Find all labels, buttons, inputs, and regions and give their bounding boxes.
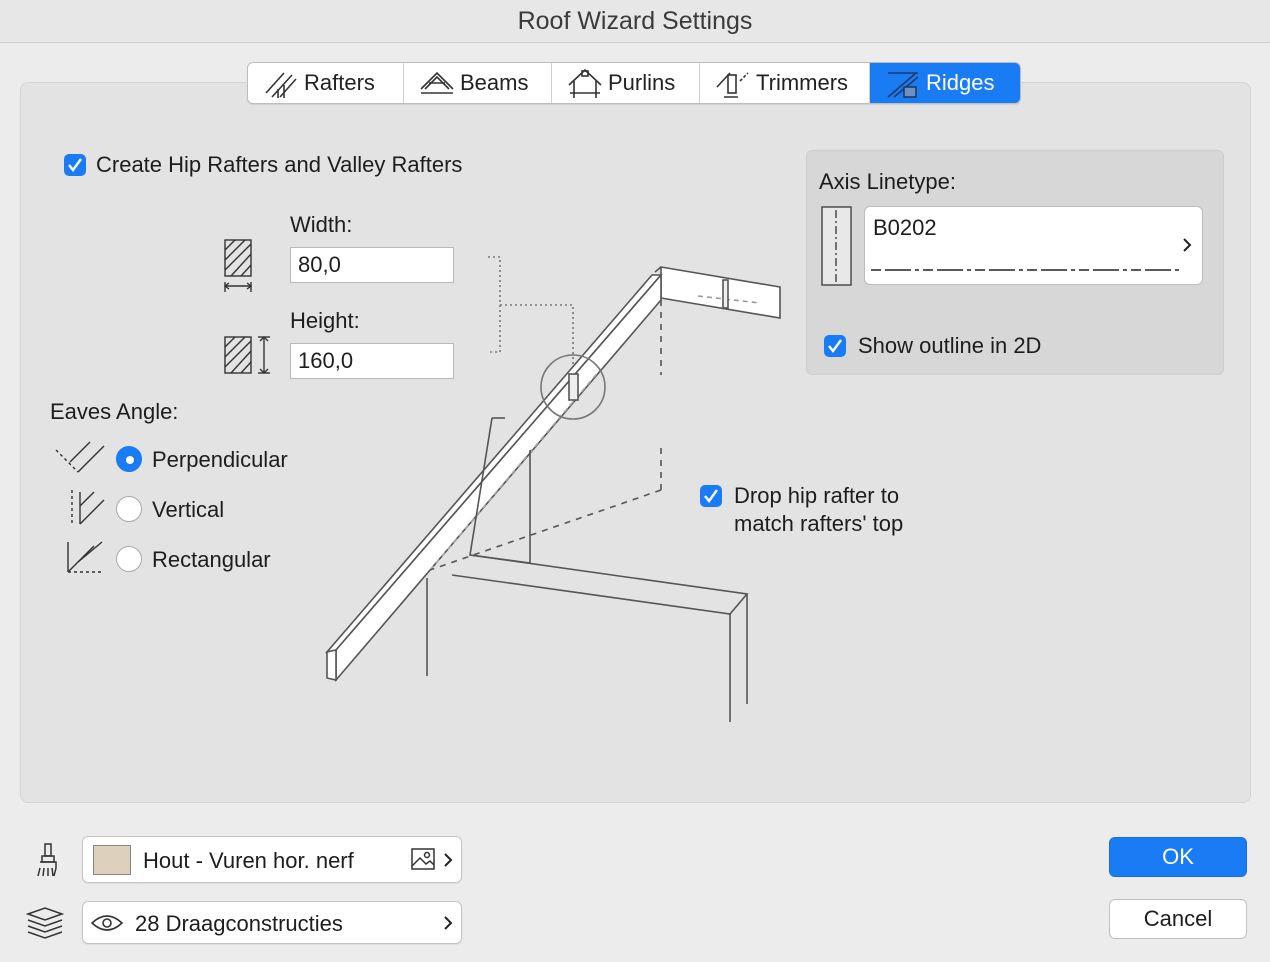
tab-trimmers[interactable]: Trimmers	[700, 63, 870, 103]
height-section-icon	[222, 334, 274, 381]
ok-button[interactable]: OK	[1109, 837, 1247, 877]
cancel-button[interactable]: Cancel	[1109, 899, 1247, 939]
axis-linetype-label: Axis Linetype:	[819, 169, 956, 194]
vertical-label: Vertical	[152, 497, 225, 522]
layers-icon	[25, 906, 65, 945]
linetype-axis-icon	[821, 206, 853, 291]
tab-label: Purlins	[608, 70, 676, 95]
material-image-icon	[411, 848, 437, 877]
perpendicular-eaves-icon	[54, 440, 106, 481]
paintbrush-icon	[34, 843, 62, 882]
vertical-eaves-icon	[64, 488, 106, 533]
eaves-angle-label: Eaves Angle:	[50, 399, 179, 424]
width-section-icon	[222, 238, 254, 301]
tab-beams[interactable]: Beams	[404, 63, 552, 103]
material-selector[interactable]: Hout - Vuren hor. nerf	[82, 836, 462, 883]
material-chevron-icon	[443, 852, 453, 873]
tab-label: Rafters	[304, 70, 375, 95]
perpendicular-label: Perpendicular	[152, 447, 288, 472]
create-hip-rafters-label: Create Hip Rafters and Valley Rafters	[96, 152, 463, 177]
tab-purlins[interactable]: Purlins	[552, 63, 700, 103]
tab-label: Trimmers	[756, 70, 849, 95]
create-hip-rafters-checkbox[interactable]	[64, 154, 86, 176]
layer-selector[interactable]: 28 Draagconstructies	[82, 901, 462, 944]
width-label: Width:	[290, 212, 353, 237]
linetype-preview	[871, 261, 1181, 279]
linetype-name: B0202	[873, 215, 937, 240]
hip-rafter-illustration	[320, 250, 790, 735]
tab-label: Ridges	[926, 70, 995, 95]
linetype-selector[interactable]: B0202	[864, 206, 1203, 285]
drop-hip-rafter-label-line2: match rafters' top	[734, 511, 904, 536]
linetype-chevron-icon	[1182, 237, 1192, 258]
purlins-icon	[568, 67, 602, 99]
rectangular-radio[interactable]	[116, 546, 142, 572]
perpendicular-radio[interactable]	[116, 446, 142, 472]
show-outline-label: Show outline in 2D	[858, 333, 1042, 358]
window-title: Roof Wizard Settings	[0, 0, 1270, 43]
show-outline-checkbox[interactable]	[824, 335, 846, 357]
tab-label: Beams	[460, 70, 529, 95]
ridges-icon	[886, 67, 920, 99]
material-label: Hout - Vuren hor. nerf	[143, 848, 354, 873]
tab-rafters[interactable]: Rafters	[248, 63, 404, 103]
layer-label: 28 Draagconstructies	[135, 911, 343, 936]
rectangular-eaves-icon	[64, 540, 106, 581]
drop-hip-rafter-label-line1: Drop hip rafter to	[734, 483, 900, 508]
beams-icon	[420, 67, 454, 99]
height-input[interactable]: 160,0	[290, 343, 454, 379]
rafters-icon	[264, 67, 298, 99]
material-swatch	[93, 845, 131, 875]
visibility-eye-icon	[90, 913, 124, 938]
rectangular-label: Rectangular	[152, 547, 271, 572]
tab-ridges[interactable]: Ridges	[870, 63, 1020, 103]
drop-hip-rafter-checkbox[interactable]	[700, 485, 722, 507]
trimmers-icon	[716, 67, 750, 99]
tab-bar: Rafters Beams Purlins Trimmers	[247, 62, 1021, 104]
vertical-radio[interactable]	[116, 496, 142, 522]
layer-chevron-icon	[443, 915, 453, 936]
height-label: Height:	[290, 308, 360, 333]
width-input[interactable]: 80,0	[290, 247, 454, 283]
